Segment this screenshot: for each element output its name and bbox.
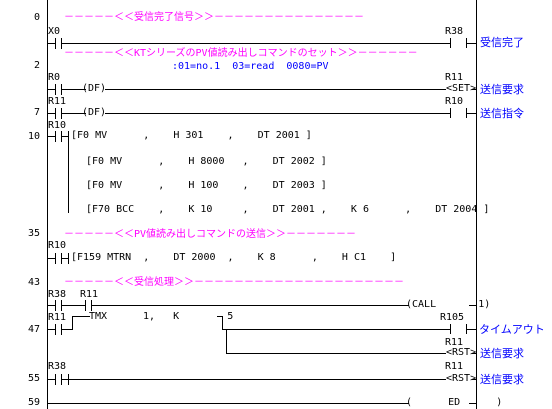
step-number: 59 <box>28 397 41 408</box>
coil-label[interactable]: R11 <box>445 72 464 83</box>
step-number: 0 <box>34 12 41 23</box>
coil-label[interactable]: R10 <box>445 96 464 107</box>
set-coil[interactable]: <SET> <box>446 83 477 94</box>
comment-line: －－－－－＜＜受信完了信号＞＞－－－－－－－－－－－－－－－ <box>64 12 364 23</box>
output-comment: 送信指令 <box>480 107 524 120</box>
coil-label[interactable]: R11 <box>445 361 464 372</box>
timer-arguments[interactable]: 1, K 5 <box>143 311 234 322</box>
output-comment: タイムアウト <box>479 323 545 336</box>
reset-coil[interactable]: <RST> <box>446 347 477 358</box>
step-number: 55 <box>28 373 41 384</box>
bcc-instruction[interactable]: [F70 BCC , K 10 , DT 2001 , K 6 , DT 200… <box>86 204 490 215</box>
step-number: 43 <box>28 277 41 288</box>
contact-label[interactable]: R11 <box>80 289 99 300</box>
df-instruction[interactable]: (DF) <box>82 107 107 118</box>
df-instruction[interactable]: (DF) <box>82 83 107 94</box>
end-instruction[interactable]: ( ED ) <box>406 397 503 408</box>
call-instruction[interactable]: (CALL 1) <box>406 299 491 310</box>
contact-label[interactable]: R38 <box>48 289 67 300</box>
rung-2 <box>48 84 476 95</box>
mtrn-instruction[interactable]: [F159 MTRN , DT 2000 , K 8 , H C1 ] <box>71 252 397 263</box>
output-comment: 受信完了 <box>480 36 524 49</box>
contact-label[interactable]: R10 <box>48 120 67 131</box>
contact-label[interactable]: R11 <box>48 312 67 323</box>
coil-label[interactable]: R105 <box>440 312 465 323</box>
rung-10 <box>48 131 69 213</box>
timer-name[interactable]: TMX <box>89 311 108 322</box>
comment-subline: :01=no.1 03=read 0080=PV <box>172 61 329 72</box>
output-comment: 送信要求 <box>480 347 524 360</box>
rung-0 <box>48 38 476 49</box>
comment-line: －－－－－＜＜KTシリーズのPV値読み出しコマンドのセット＞＞－－－－－－ <box>64 48 418 59</box>
output-comment: 送信要求 <box>480 83 524 96</box>
step-number: 35 <box>28 228 41 239</box>
reset-coil[interactable]: <RST> <box>446 373 477 384</box>
rung-47 <box>48 316 476 354</box>
coil-label[interactable]: R38 <box>445 26 464 37</box>
move-instruction[interactable]: [F0 MV , H 8000 , DT 2002 ] <box>86 156 327 167</box>
step-number: 47 <box>28 324 41 335</box>
contact-label[interactable]: X0 <box>48 26 61 37</box>
rung-35 <box>48 253 69 264</box>
contact-label[interactable]: R38 <box>48 361 67 372</box>
move-instruction[interactable]: [F0 MV , H 301 , DT 2001 ] <box>71 130 312 141</box>
comment-line: －－－－－＜＜PV値読み出しコマンドの送信＞＞－－－－－－－ <box>64 229 357 240</box>
contact-label[interactable]: R11 <box>48 96 67 107</box>
contact-label[interactable]: R10 <box>48 240 67 251</box>
step-number: 2 <box>34 60 41 71</box>
step-number: 10 <box>28 131 41 142</box>
contact-label[interactable]: R0 <box>48 72 61 83</box>
move-instruction[interactable]: [F0 MV , H 100 , DT 2003 ] <box>86 180 327 191</box>
comment-line: －－－－－＜＜受信処理＞＞－－－－－－－－－－－－－－－－－－－－－ <box>64 277 404 288</box>
rung-7 <box>48 108 476 119</box>
step-number: 7 <box>34 107 41 118</box>
output-comment: 送信要求 <box>480 373 524 386</box>
rung-55 <box>48 374 476 385</box>
rung-43 <box>48 300 476 311</box>
coil-label[interactable]: R11 <box>445 337 464 348</box>
